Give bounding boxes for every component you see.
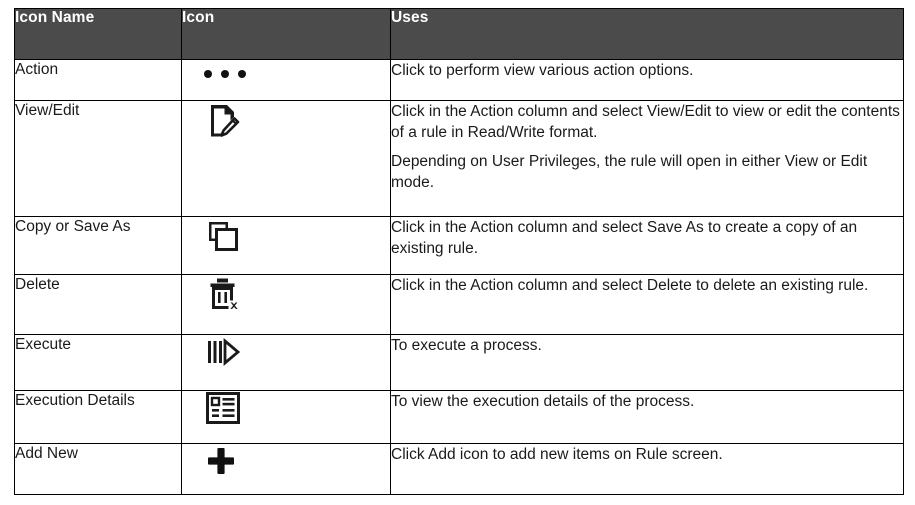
icon-holder (182, 444, 390, 478)
cell-icon (181, 100, 391, 217)
icon-holder (182, 335, 390, 369)
uses-paragraph: Click in the Action column and select De… (391, 277, 869, 294)
cell-icon-name: Action (14, 59, 182, 101)
uses-paragraph: Click Add icon to add new items on Rule … (391, 446, 723, 463)
cell-uses: Click Add icon to add new items on Rule … (390, 443, 904, 495)
execute-play-icon (204, 335, 390, 369)
cell-icon-name: Delete (14, 274, 182, 335)
uses-paragraph: Click in the Action column and select Sa… (391, 219, 858, 258)
column-header-icon: Icon (181, 8, 391, 60)
document-pencil-icon (204, 101, 390, 141)
execution-details-list-icon (204, 391, 390, 425)
table-row: Delete (14, 274, 904, 335)
column-header-icon-name: Icon Name (14, 8, 182, 60)
icon-holder (182, 275, 390, 313)
cell-icon (181, 274, 391, 335)
table-row: Add New Click Add icon to add new items … (14, 443, 904, 495)
table-row: Execute To execut (14, 334, 904, 391)
table-row: Execution Details (14, 390, 904, 444)
uses-paragraph: To view the execution details of the pro… (391, 393, 695, 410)
table-row: Action Click to perform view various act… (14, 59, 904, 101)
table-header-row: Icon Name Icon Uses (14, 8, 904, 60)
uses-paragraph: Click to perform view various action opt… (391, 62, 694, 79)
uses-paragraph: Click in the Action column and select Vi… (391, 103, 900, 142)
cell-uses: Click in the Action column and select De… (390, 274, 904, 335)
cell-uses: Click to perform view various action opt… (390, 59, 904, 101)
cell-icon-name: Execute (14, 334, 182, 391)
cell-icon (181, 443, 391, 495)
trash-delete-icon (204, 275, 390, 313)
cell-icon (181, 216, 391, 275)
cell-uses: Click in the Action column and select Sa… (390, 216, 904, 275)
icon-holder (182, 217, 390, 255)
table-header: Icon Name Icon Uses (14, 8, 904, 60)
plus-add-icon (204, 444, 390, 478)
table-row: View/Edit Click in the Action colu (14, 100, 904, 217)
cell-icon-name: Execution Details (14, 390, 182, 444)
cell-icon-name: View/Edit (14, 100, 182, 217)
copy-icon (204, 217, 390, 255)
cell-uses: To view the execution details of the pro… (390, 390, 904, 444)
icon-holder (182, 101, 390, 141)
table-row: Copy or Save As Click in the Action colu… (14, 216, 904, 275)
cell-icon-name: Copy or Save As (14, 216, 182, 275)
uses-paragraph: To execute a process. (391, 337, 542, 354)
uses-paragraph: Depending on User Privileges, the rule w… (391, 152, 868, 192)
icon-reference-table-container: Icon Name Icon Uses Action Click to perf… (14, 8, 904, 495)
table-body: Action Click to perform view various act… (14, 59, 904, 495)
cell-uses: Click in the Action column and select Vi… (390, 100, 904, 217)
icon-reference-table: Icon Name Icon Uses Action Click to perf… (14, 8, 904, 495)
three-dots-icon (204, 60, 390, 86)
cell-icon (181, 59, 391, 101)
icon-holder (182, 60, 390, 86)
cell-uses: To execute a process. (390, 334, 904, 391)
cell-icon (181, 334, 391, 391)
cell-icon (181, 390, 391, 444)
cell-icon-name: Add New (14, 443, 182, 495)
column-header-uses: Uses (390, 8, 904, 60)
icon-holder (182, 391, 390, 425)
